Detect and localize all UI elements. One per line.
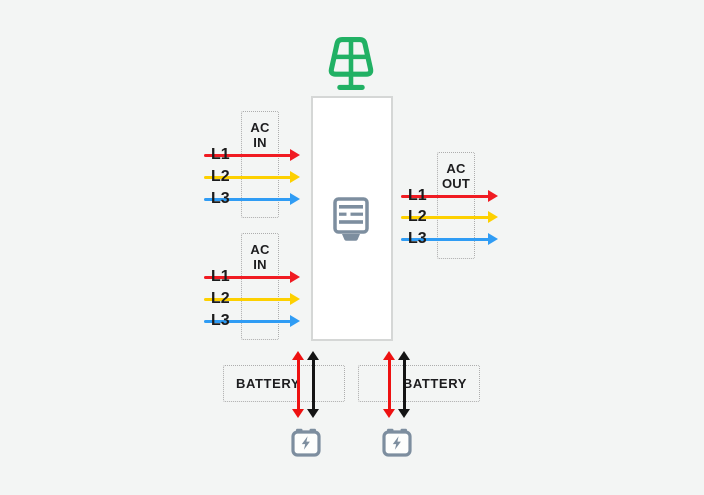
phase-wire (204, 175, 292, 179)
ac-out-line-l1: L1 (401, 186, 498, 206)
arrow-down-icon (383, 409, 395, 418)
arrow-shaft (387, 359, 391, 410)
battery-left-label: BATTERY (236, 376, 301, 391)
ac-in-bottom-line-l2: L2 (204, 289, 300, 309)
ac-in-top-line-l2: L2 (204, 167, 300, 187)
phase-label: L2 (408, 208, 427, 225)
phase-label: L3 (408, 230, 427, 247)
ac-out-box: AC OUT (437, 152, 475, 259)
ac-in-top-line-l1: L1 (204, 145, 300, 165)
phase-label: L3 (211, 312, 230, 329)
phase-wire (401, 194, 490, 198)
phase-label: L3 (211, 190, 230, 207)
arrow-right-icon (290, 149, 300, 161)
arrow-shaft (296, 359, 300, 410)
ac-out-title-line1: AC (446, 161, 466, 176)
arrow-right-icon (290, 171, 300, 183)
inverter-icon (333, 197, 369, 243)
battery-left-box: BATTERY (223, 365, 345, 402)
ac-in-bottom-line-l1: L1 (204, 267, 300, 287)
battery-right-arrow-red (382, 351, 396, 418)
phase-wire (204, 297, 292, 301)
arrow-right-icon (290, 315, 300, 327)
phase-wire (204, 197, 292, 201)
ac-in-top-title-line1: AC (250, 120, 270, 135)
phase-label: L1 (408, 187, 427, 204)
ac-in-top-title-line2: IN (253, 135, 267, 150)
arrow-right-icon (488, 211, 498, 223)
ac-out-title-line2: OUT (441, 176, 471, 191)
arrow-right-icon (290, 271, 300, 283)
phase-wire (204, 319, 292, 323)
phase-label: L1 (211, 268, 230, 285)
ac-in-bottom-title-line1: AC (250, 242, 270, 257)
arrow-right-icon (488, 190, 498, 202)
ac-out-line-l2: L2 (401, 207, 498, 227)
arrow-right-icon (488, 233, 498, 245)
battery-left-arrow-black (306, 351, 320, 418)
battery-icon (291, 428, 321, 457)
phase-wire (401, 237, 490, 241)
arrow-right-icon (290, 293, 300, 305)
arrow-down-icon (292, 409, 304, 418)
ac-out-line-l3: L3 (401, 229, 498, 249)
phase-wire (204, 153, 292, 157)
arrow-shaft (402, 359, 406, 410)
arrow-down-icon (307, 409, 319, 418)
arrow-up-icon (292, 351, 304, 360)
phase-label: L1 (211, 146, 230, 163)
phase-wire (204, 275, 292, 279)
arrow-up-icon (398, 351, 410, 360)
arrow-right-icon (290, 193, 300, 205)
ac-in-top-box: AC IN (241, 111, 279, 218)
solar-panel-icon (324, 36, 378, 93)
battery-right-label: BATTERY (402, 376, 467, 391)
arrow-up-icon (307, 351, 319, 360)
arrow-down-icon (398, 409, 410, 418)
battery-right-box: BATTERY (358, 365, 480, 402)
battery-icon (382, 428, 412, 457)
arrow-up-icon (383, 351, 395, 360)
ac-in-bottom-title-line2: IN (253, 257, 267, 272)
ac-in-bottom-box: AC IN (241, 233, 279, 340)
phase-label: L2 (211, 168, 230, 185)
phase-wire (401, 215, 490, 219)
ac-in-bottom-line-l3: L3 (204, 311, 300, 331)
arrow-shaft (311, 359, 315, 410)
battery-right-arrow-black (397, 351, 411, 418)
phase-label: L2 (211, 290, 230, 307)
ac-in-top-line-l3: L3 (204, 189, 300, 209)
battery-left-arrow-red (291, 351, 305, 418)
